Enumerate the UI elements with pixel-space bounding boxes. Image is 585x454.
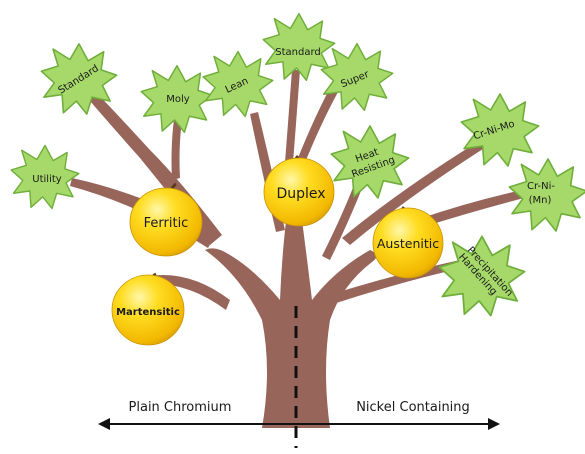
leaf-heat-resisting: Heat Resisting bbox=[330, 125, 410, 199]
fruit-duplex: Duplex bbox=[263, 154, 335, 227]
leaf-moly: Moly bbox=[140, 64, 214, 134]
leaf-precipitation-hardening: Precipitation Hardening bbox=[438, 235, 526, 317]
leaf-label-mn: (Mn) bbox=[529, 195, 552, 206]
leaf-cr-ni-mn: Cr-Ni- (Mn) bbox=[508, 158, 585, 232]
leaf-cr-ni-mo: Cr-Ni-Mo bbox=[460, 93, 540, 167]
fruit-martensitic: Martensitic bbox=[111, 272, 185, 346]
trunk bbox=[205, 205, 377, 428]
leaf-utility: Utility bbox=[10, 144, 80, 210]
fruit-label-ferritic: Ferritic bbox=[144, 216, 189, 231]
leaf-lean: Lean bbox=[202, 50, 274, 118]
branch-cr-ni-mo bbox=[342, 135, 494, 245]
leaf-label-utility: Utility bbox=[32, 174, 61, 185]
fruit-label-martensitic: Martensitic bbox=[116, 307, 180, 318]
axis-arrow-left bbox=[98, 418, 110, 430]
fruit-austenitic: Austenitic bbox=[372, 206, 444, 279]
leaf-label-cr-ni-mn: Cr-Ni- bbox=[527, 181, 555, 192]
axis-label-plain-chromium: Plain Chromium bbox=[129, 400, 232, 415]
classification-axis: Plain Chromium Nickel Containing bbox=[98, 306, 500, 448]
leaf-label-standard-top: Standard bbox=[275, 47, 321, 58]
leaf-super: Super bbox=[320, 42, 394, 112]
leaf-label-moly: Moly bbox=[166, 94, 190, 105]
branch-cr-ni-mn bbox=[416, 190, 524, 228]
fruit-ferritic: Ferritic bbox=[129, 182, 203, 257]
axis-arrow-right bbox=[488, 418, 500, 430]
fruit-label-duplex: Duplex bbox=[276, 186, 325, 202]
branch-super bbox=[294, 88, 338, 170]
fruit-label-austenitic: Austenitic bbox=[377, 236, 439, 251]
leaf-standard-top: Standard bbox=[262, 12, 336, 82]
branch-standard-top bbox=[284, 70, 300, 175]
leaf-standard-left: Standard bbox=[40, 43, 118, 115]
axis-label-nickel-containing: Nickel Containing bbox=[356, 400, 470, 415]
